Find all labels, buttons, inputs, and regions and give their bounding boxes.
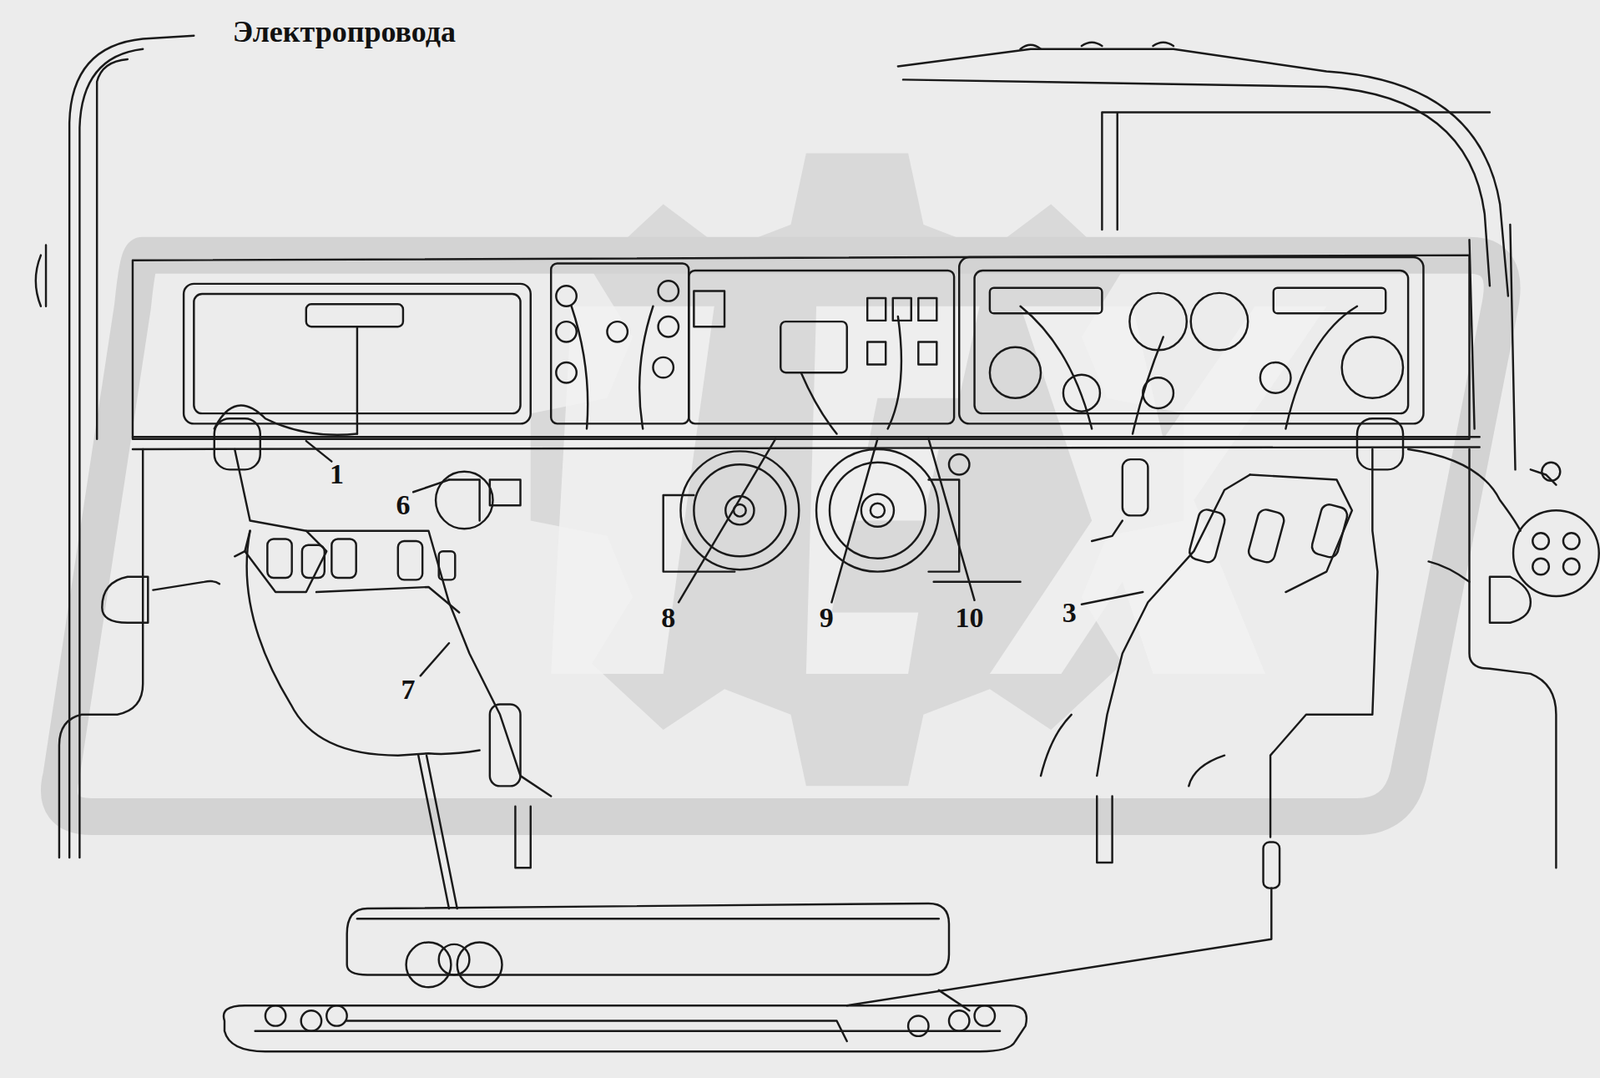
callout-number: 6 — [393, 489, 413, 520]
callout-number: 9 — [817, 602, 837, 633]
callout-number: 3 — [1059, 597, 1080, 628]
callout-number: 7 — [398, 674, 419, 705]
callout-number: 1 — [327, 459, 347, 490]
callout-number: 8 — [658, 602, 678, 633]
watermark — [59, 152, 1503, 817]
diagram-title: Электропровода — [232, 16, 456, 47]
callout-number: 10 — [952, 602, 986, 633]
